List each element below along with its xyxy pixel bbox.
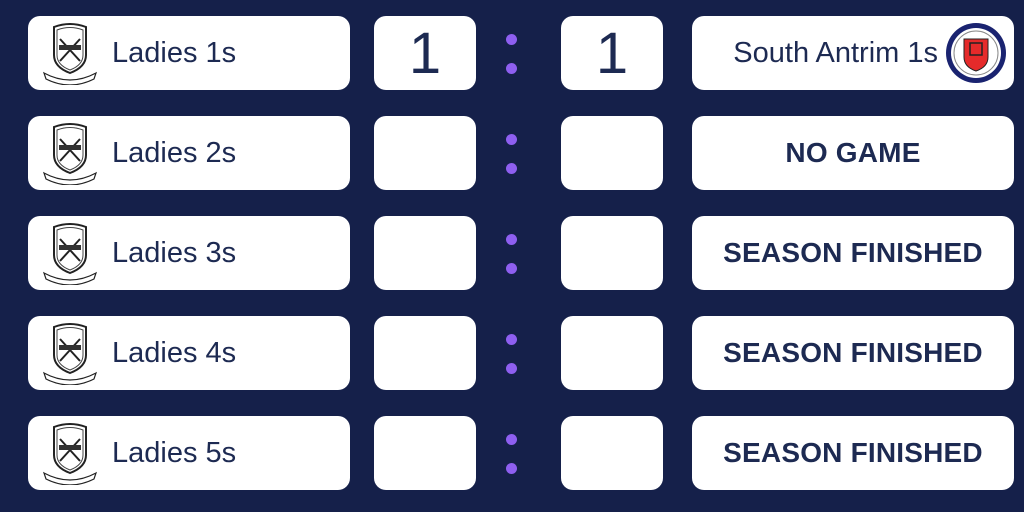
away-team-card: SEASON FINISHED bbox=[692, 216, 1014, 290]
north-down-hc-crest-icon bbox=[42, 123, 98, 185]
away-team-card: South Antrim 1s bbox=[692, 16, 1014, 90]
away-score bbox=[561, 416, 663, 490]
fixture-row: Ladies 3s SEASON FINISHED bbox=[0, 216, 1024, 290]
away-team-name: South Antrim 1s bbox=[733, 36, 938, 69]
away-score bbox=[561, 216, 663, 290]
score-separator bbox=[506, 134, 518, 174]
home-team-card: Ladies 3s bbox=[28, 216, 350, 290]
fixture-status: NO GAME bbox=[785, 137, 921, 168]
score-separator bbox=[506, 34, 518, 74]
south-antrim-crest-icon bbox=[946, 23, 1006, 83]
fixture-row: Ladies 1s 1 1 South Antrim 1s bbox=[0, 16, 1024, 90]
fixture-status: SEASON FINISHED bbox=[723, 337, 983, 368]
home-team-name: Ladies 3s bbox=[112, 236, 237, 269]
away-score bbox=[561, 316, 663, 390]
fixture-row: Ladies 2s NO GAME bbox=[0, 116, 1024, 190]
away-score bbox=[561, 116, 663, 190]
north-down-hc-crest-icon bbox=[42, 323, 98, 385]
away-team-card: SEASON FINISHED bbox=[692, 316, 1014, 390]
home-team-name: Ladies 1s bbox=[112, 36, 237, 69]
home-score bbox=[374, 316, 476, 390]
home-score bbox=[374, 416, 476, 490]
fixture-row: Ladies 5s SEASON FINISHED bbox=[0, 416, 1024, 490]
home-score bbox=[374, 216, 476, 290]
north-down-hc-crest-icon bbox=[42, 223, 98, 285]
fixture-status: SEASON FINISHED bbox=[723, 237, 983, 268]
home-team-name: Ladies 2s bbox=[112, 136, 237, 169]
home-score: 1 bbox=[374, 16, 476, 90]
score-separator bbox=[506, 234, 518, 274]
away-team-card: NO GAME bbox=[692, 116, 1014, 190]
score-separator bbox=[506, 334, 518, 374]
away-team-card: SEASON FINISHED bbox=[692, 416, 1014, 490]
away-score: 1 bbox=[561, 16, 663, 90]
home-team-card: Ladies 5s bbox=[28, 416, 350, 490]
home-team-card: Ladies 1s bbox=[28, 16, 350, 90]
home-score bbox=[374, 116, 476, 190]
home-team-card: Ladies 4s bbox=[28, 316, 350, 390]
fixture-row: Ladies 4s SEASON FINISHED bbox=[0, 316, 1024, 390]
north-down-hc-crest-icon bbox=[42, 423, 98, 485]
fixture-status: SEASON FINISHED bbox=[723, 437, 983, 468]
score-separator bbox=[506, 434, 518, 474]
home-team-name: Ladies 4s bbox=[112, 336, 237, 369]
home-team-name: Ladies 5s bbox=[112, 436, 237, 469]
north-down-hc-crest-icon bbox=[42, 23, 98, 85]
home-team-card: Ladies 2s bbox=[28, 116, 350, 190]
